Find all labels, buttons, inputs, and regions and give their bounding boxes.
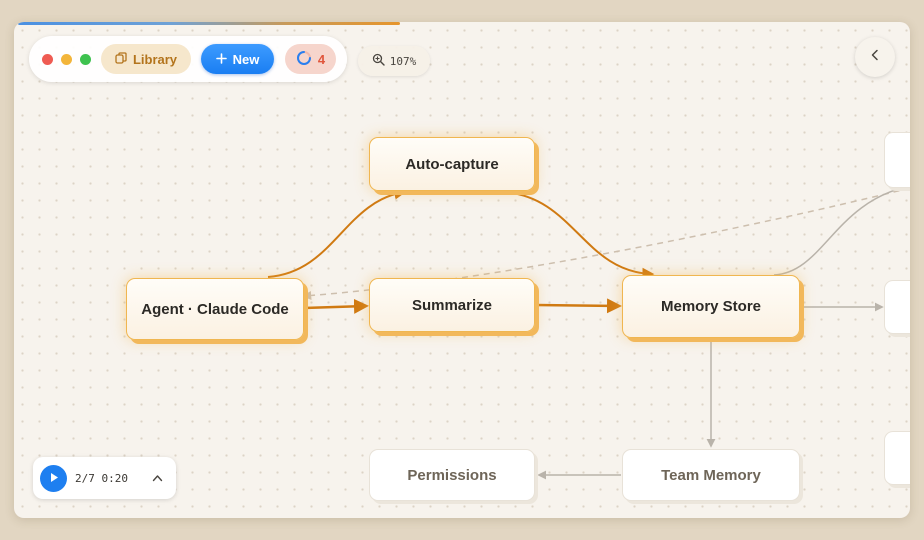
library-label: Library [132,51,178,67]
plus-icon [215,52,227,67]
window-maximize-dot[interactable] [80,54,91,65]
edge-agent-summarize [303,298,369,314]
toolbar: Library New 4 [29,36,347,82]
top-progress-bar [18,22,400,25]
playback-step: 2/7 [75,472,95,485]
edges-layer [267,185,910,480]
spinner-icon [296,50,312,69]
zoom-level: 107% [389,54,417,68]
window-close-dot[interactable] [42,54,53,65]
chevron-left-icon [870,48,880,66]
play-button[interactable] [40,465,67,492]
edge-memory-offscreen-top [773,185,910,276]
chevron-up-icon [152,469,163,487]
edge-summarize-memory [535,298,622,314]
playback-status: 2/7 0:20 [75,472,128,485]
running-jobs-button[interactable]: 4 [285,44,336,74]
edge-autocapture-memory [503,191,655,280]
zoom-icon [372,53,385,69]
zoom-control[interactable]: 107% [358,46,430,76]
node-summarize[interactable]: Summarize [369,278,535,332]
node-team-memory[interactable]: Team Memory [622,449,800,501]
new-label: New [232,51,260,67]
window-minimize-dot[interactable] [61,54,72,65]
playback-time: 0:20 [101,472,129,485]
node-permissions[interactable]: Permissions [369,449,535,501]
new-button[interactable]: New [201,44,274,74]
expand-player-button[interactable] [147,468,167,488]
node-offscreen-top[interactable] [884,132,910,188]
library-icon [115,51,127,67]
play-icon [49,470,59,488]
running-count: 4 [317,51,326,67]
library-button[interactable]: Library [101,44,191,74]
node-offscreen-middle[interactable] [884,280,910,334]
edge-agent-autocapture [267,187,407,278]
collapse-panel-button[interactable] [855,37,895,77]
playback-control: 2/7 0:20 [33,457,176,499]
node-offscreen-bottom[interactable] [884,431,910,485]
node-agent[interactable]: Agent · Claude Code [126,278,304,340]
canvas-window: Auto-capture Agent · Claude Code Summari… [14,22,910,518]
node-memory-store[interactable]: Memory Store [622,275,800,338]
node-autocapture[interactable]: Auto-capture [369,137,535,191]
